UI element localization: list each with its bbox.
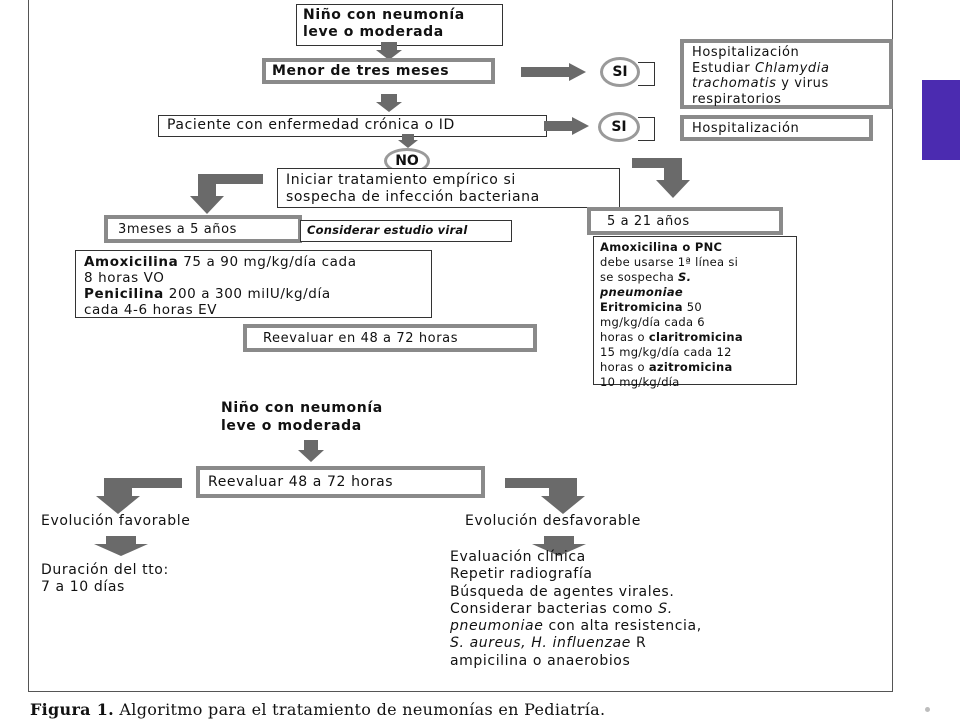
- reevaluar-box-2: Reevaluar 48 a 72 horas: [196, 466, 485, 498]
- desfav-line2: Repetir radiografía: [450, 566, 593, 583]
- arrow-down-duracion: [94, 536, 148, 556]
- amoxicilina-label: Amoxicilina: [84, 254, 179, 270]
- hosp-line2-italic: Chlamydia: [755, 60, 830, 76]
- second-title-line2: leve o moderada: [221, 418, 362, 434]
- rt-eritromicina: Eritromicina: [600, 300, 683, 314]
- rt-line4: pneumoniae: [600, 285, 683, 299]
- top-box: Niño con neumonía leve o moderada: [296, 4, 503, 46]
- slide-dot: [925, 707, 930, 712]
- age-5-21y-label: 5 a 21 años: [607, 214, 690, 229]
- caption-bold: Figura 1.: [30, 700, 115, 719]
- arrow-down-2: [376, 94, 402, 112]
- top-box-line2: leve o moderada: [303, 24, 444, 40]
- evolucion-favorable: Evolución favorable: [41, 513, 191, 529]
- desfav-line5-rest: con alta resistencia,: [543, 618, 702, 635]
- arrow-right-2: [544, 117, 589, 135]
- si-label-1: SI: [612, 64, 628, 80]
- si-circle-2: SI: [598, 112, 640, 142]
- arrow-bent-lower-right: [505, 478, 585, 514]
- si-bracket-2: [638, 117, 655, 141]
- hosp-line1: Hospitalización: [692, 45, 800, 60]
- hosp-line2-prefix: Estudiar: [692, 60, 756, 76]
- rt-line10: 10 mg/kg/día: [600, 375, 680, 389]
- arrow-down-4: [298, 440, 324, 462]
- hospitalizacion-box-1: Hospitalización Estudiar Chlamydia trach…: [680, 39, 893, 109]
- arrow-down-evaluacion: [532, 536, 586, 556]
- rt-line3-italic: S.: [678, 270, 692, 284]
- desfavorable-list: Evaluación clínica Repetir radiografía B…: [450, 549, 702, 670]
- desfav-line6-rest: R: [631, 635, 647, 652]
- rt-line3-prefix: se sospecha: [600, 270, 679, 284]
- penicilina-freq: cada 4-6 horas EV: [84, 302, 218, 318]
- arrow-down-3: [398, 134, 418, 148]
- amoxicilina-freq: 8 horas VO: [84, 270, 165, 286]
- rt-line2: debe usarse 1ª línea si: [600, 255, 739, 269]
- desfav-line4-prefix: Considerar bacterias como: [450, 600, 659, 617]
- iniciar-tratamiento-box: Iniciar tratamiento empírico si sospecha…: [277, 168, 620, 208]
- rt-line7-prefix: horas o: [600, 330, 649, 344]
- reevaluar-1-label: Reevaluar en 48 a 72 horas: [263, 331, 459, 346]
- desfav-line5-italic: pneumoniae: [450, 618, 544, 635]
- right-treatment-box: Amoxicilina o PNC debe usarse 1ª línea s…: [593, 236, 797, 389]
- slide-accent-block: [922, 80, 960, 160]
- desfav-line7: ampicilina o anaerobios: [450, 652, 631, 669]
- arrow-bent-lower-left: [96, 478, 182, 514]
- age-box-5-21y: 5 a 21 años: [587, 207, 783, 235]
- rt-line9-prefix: horas o: [600, 360, 649, 374]
- rt-azitromicina: azitromicina: [648, 360, 733, 374]
- arrow-bent-left: [188, 174, 263, 214]
- hospitalizacion-box-2: Hospitalización: [680, 115, 873, 141]
- penicilina-label: Penicilina: [84, 286, 164, 302]
- penicilina-dose: 200 a 300 milU/kg/día: [163, 286, 331, 302]
- hosp-line3-rest: y virus: [776, 76, 829, 91]
- top-box-line1: Niño con neumonía: [303, 7, 465, 23]
- desfav-line4-italic: S.: [658, 600, 673, 617]
- age-box-3m-5y: 3meses a 5 años: [104, 215, 302, 243]
- duracion-line2: 7 a 10 días: [41, 579, 125, 595]
- arrow-down-1: [376, 42, 402, 60]
- menor-tres-meses-label: Menor de tres meses: [272, 63, 450, 79]
- reevaluar-2-label: Reevaluar 48 a 72 horas: [208, 474, 394, 490]
- amoxicilina-dose: 75 a 90 mg/kg/día cada: [178, 254, 357, 270]
- considerar-viral-label: Considerar estudio viral: [307, 223, 468, 237]
- reevaluar-box-1: Reevaluar en 48 a 72 horas: [243, 324, 537, 352]
- age-3m-5y-label: 3meses a 5 años: [118, 222, 238, 237]
- hosp-line3-italic: trachomatis: [692, 76, 777, 91]
- si-bracket-1: [638, 62, 655, 86]
- caption-rest: Algoritmo para el tratamiento de neumoní…: [114, 700, 606, 719]
- considerar-viral-box: Considerar estudio viral: [300, 220, 512, 242]
- evolucion-desfavorable: Evolución desfavorable: [465, 513, 642, 529]
- no-label: NO: [395, 153, 419, 169]
- enfermedad-cronica-box: Paciente con enfermedad crónica o ID: [158, 115, 547, 137]
- rt-line5-rest: 50: [682, 300, 702, 314]
- rt-line8: 15 mg/kg/día cada 12: [600, 345, 732, 359]
- second-title-line1: Niño con neumonía: [221, 400, 383, 416]
- si-circle-1: SI: [600, 57, 640, 87]
- left-treatment-box: Amoxicilina 75 a 90 mg/kg/día cada 8 hor…: [75, 250, 432, 318]
- hosp-line4: respiratorios: [692, 91, 782, 107]
- enfermedad-cronica-label: Paciente con enfermedad crónica o ID: [167, 117, 455, 133]
- arrow-bent-right: [632, 158, 694, 198]
- arrow-right-1: [521, 63, 586, 81]
- iniciar-line1: Iniciar tratamiento empírico si: [286, 172, 516, 188]
- figure-frame: [28, 0, 893, 692]
- si-label-2: SI: [611, 119, 627, 135]
- desfav-line6-italic: S. aureus, H. influenzae: [450, 635, 631, 652]
- desfav-line1: Evaluación clínica: [450, 549, 586, 565]
- rt-claritromicina: claritromicina: [648, 330, 743, 344]
- duracion-line1: Duración del tto:: [41, 562, 169, 578]
- rt-line6: mg/kg/día cada 6: [600, 315, 705, 329]
- iniciar-line2: sospecha de infección bacteriana: [286, 189, 540, 205]
- menor-tres-meses-box: Menor de tres meses: [262, 58, 495, 84]
- rt-line1: Amoxicilina o PNC: [600, 240, 723, 254]
- hosp2-label: Hospitalización: [692, 121, 800, 136]
- figure-caption: Figura 1. Algoritmo para el tratamiento …: [30, 700, 605, 719]
- desfav-line3: Búsqueda de agentes virales.: [450, 583, 675, 600]
